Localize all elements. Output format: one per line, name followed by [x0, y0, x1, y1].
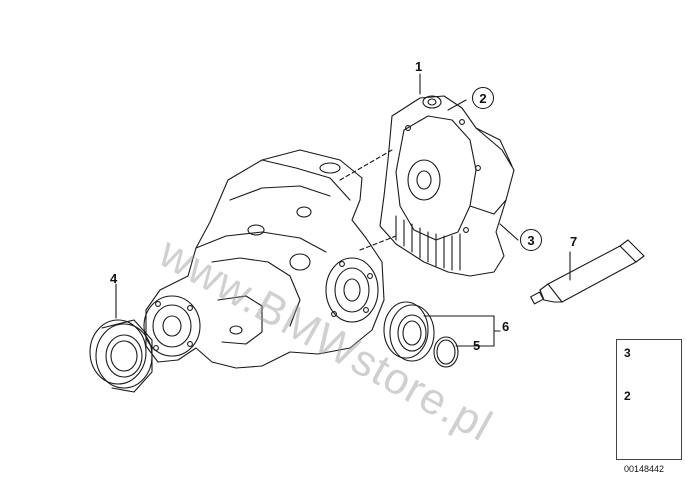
callout-1: 1: [415, 59, 423, 74]
callout-7: 7: [570, 234, 578, 249]
callout-2: 2: [472, 87, 494, 109]
callout-3: 3: [520, 229, 542, 251]
callout-4: 4: [110, 271, 118, 286]
differential-housing: [143, 149, 385, 369]
callout-6: 6: [502, 319, 510, 334]
leader-3: [499, 223, 519, 241]
leader-5-6: [423, 315, 501, 347]
cover-leader-line-2: [359, 235, 397, 251]
shaft-seal-left: [89, 319, 153, 393]
callout-5: 5: [473, 338, 481, 353]
legend-number-bottom: 2: [624, 389, 631, 403]
sealant-tube: [530, 239, 645, 305]
leader-2: [447, 99, 467, 111]
shaft-seal-right: [383, 301, 435, 362]
cover-leader-line: [339, 149, 393, 181]
rear-cover: [379, 95, 515, 277]
legend-number-top: 3: [624, 346, 631, 360]
diagram-id: 00148442: [624, 464, 665, 474]
o-ring: [433, 336, 459, 368]
legend-box: [616, 339, 682, 460]
